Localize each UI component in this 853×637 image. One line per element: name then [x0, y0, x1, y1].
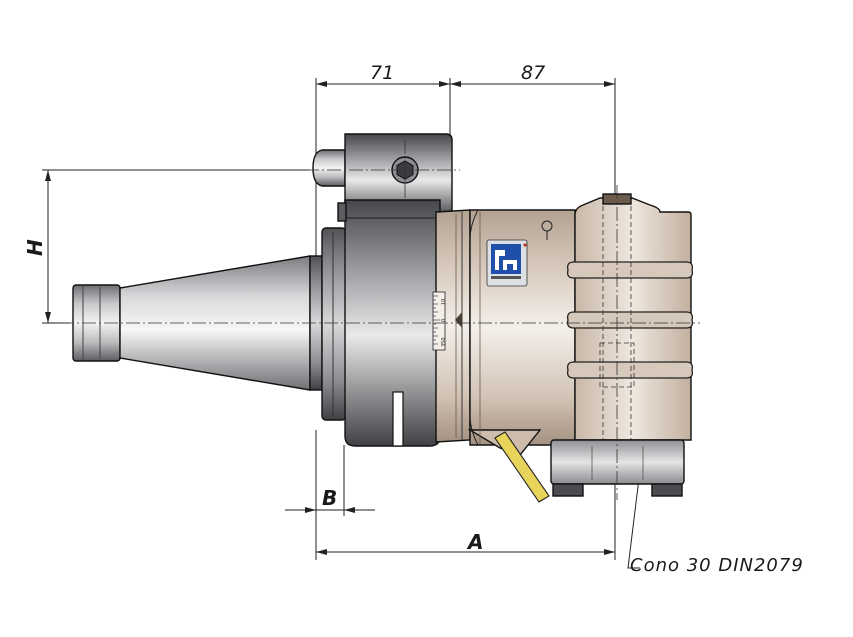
right-head [550, 193, 694, 497]
scale-mark-top: 10 [441, 299, 447, 305]
cone-note: Cono 30 DIN2079 [630, 555, 804, 576]
center-lines [60, 140, 700, 500]
dim-a-label: A [466, 530, 483, 554]
mg-logo-icon [486, 239, 528, 287]
stop-rod [494, 431, 550, 503]
dimension-lines [42, 78, 641, 569]
dim-b-label: B [322, 486, 337, 510]
taper-shank [72, 227, 347, 421]
oil-cup-icon [541, 220, 553, 240]
scale-mark-bottom: 350 [441, 337, 447, 347]
scale-mark-mid: 0 [441, 319, 447, 322]
angle-head-housing: 10 0 350 [432, 209, 576, 456]
dim-71-label: 71 [370, 62, 394, 84]
dim-87-label: 87 [521, 62, 545, 84]
dim-h-label: H [23, 239, 47, 256]
